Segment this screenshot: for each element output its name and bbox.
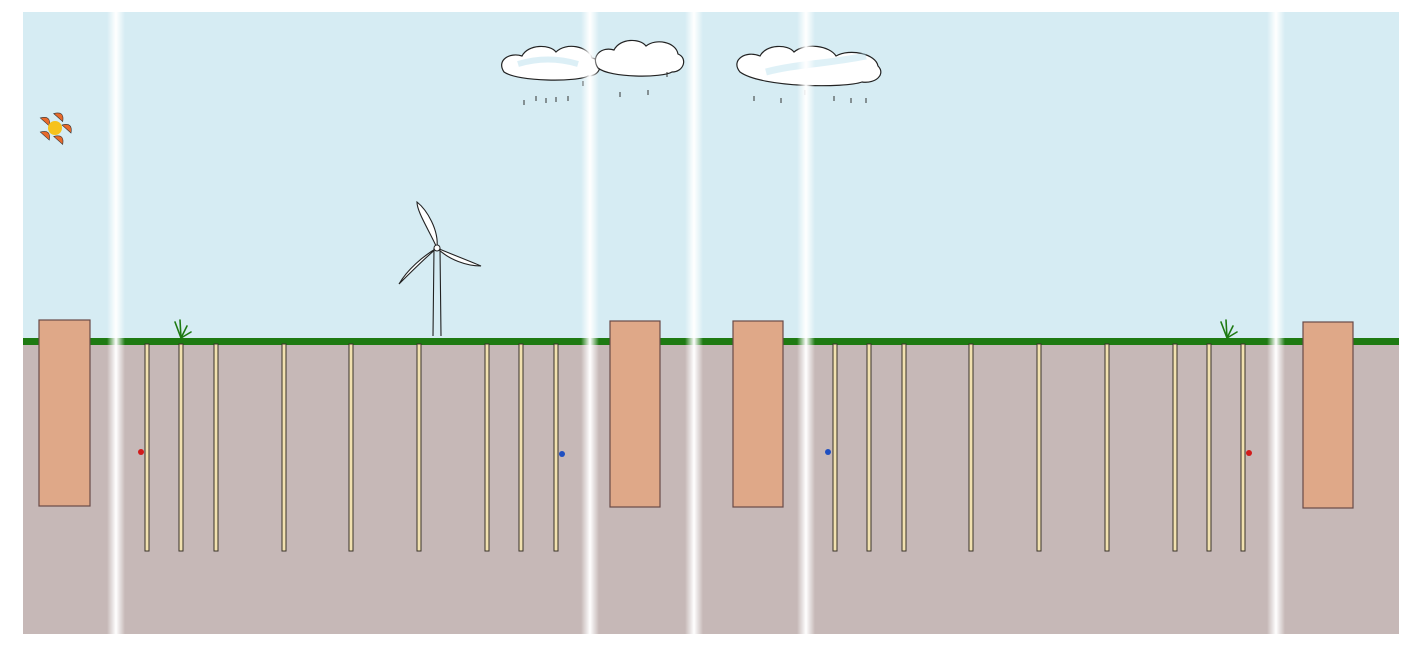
dot-marker-red[interactable] [138, 449, 144, 455]
tower-block[interactable] [38, 319, 91, 507]
pile[interactable] [832, 343, 838, 552]
sky [23, 12, 1399, 340]
wind-turbine-icon [398, 200, 482, 337]
pile[interactable] [518, 343, 524, 552]
pile[interactable] [348, 343, 354, 552]
pile[interactable] [144, 343, 150, 552]
tower-block[interactable] [609, 320, 661, 508]
panel-seam [797, 12, 815, 634]
grass-tuft-icon [174, 319, 192, 339]
panel-seam [581, 12, 599, 634]
pile[interactable] [1104, 343, 1110, 552]
pile[interactable] [416, 343, 422, 552]
panel-seam [1267, 12, 1285, 634]
panel-seam [107, 12, 125, 634]
rain-cloud-icon [594, 39, 685, 77]
sun-ray [39, 131, 50, 141]
pile[interactable] [1036, 343, 1042, 552]
pile[interactable] [484, 343, 490, 552]
pile[interactable] [968, 343, 974, 552]
pile[interactable] [866, 343, 872, 552]
panel-seams [107, 12, 1285, 634]
sun-ray [53, 135, 64, 145]
panel-seam [685, 12, 703, 634]
pile[interactable] [553, 343, 559, 552]
grass-line [23, 338, 1399, 345]
pile[interactable] [281, 343, 287, 552]
grass-tuft-icon [1220, 319, 1238, 339]
pile[interactable] [1240, 343, 1246, 552]
sun-icon [39, 112, 72, 145]
soil [23, 344, 1399, 634]
pile[interactable] [178, 343, 184, 552]
sun-ray [61, 124, 72, 134]
tower-block[interactable] [732, 320, 784, 508]
dot-marker-blue[interactable] [825, 449, 831, 455]
dot-marker-red[interactable] [1246, 450, 1252, 456]
pile[interactable] [1172, 343, 1178, 552]
pile[interactable] [1206, 343, 1212, 552]
dot-marker-blue[interactable] [559, 451, 565, 457]
pile[interactable] [901, 343, 907, 552]
pile[interactable] [213, 343, 219, 552]
pile-group [144, 343, 1246, 552]
sun-ray [53, 112, 64, 123]
tower-block[interactable] [1302, 321, 1354, 509]
